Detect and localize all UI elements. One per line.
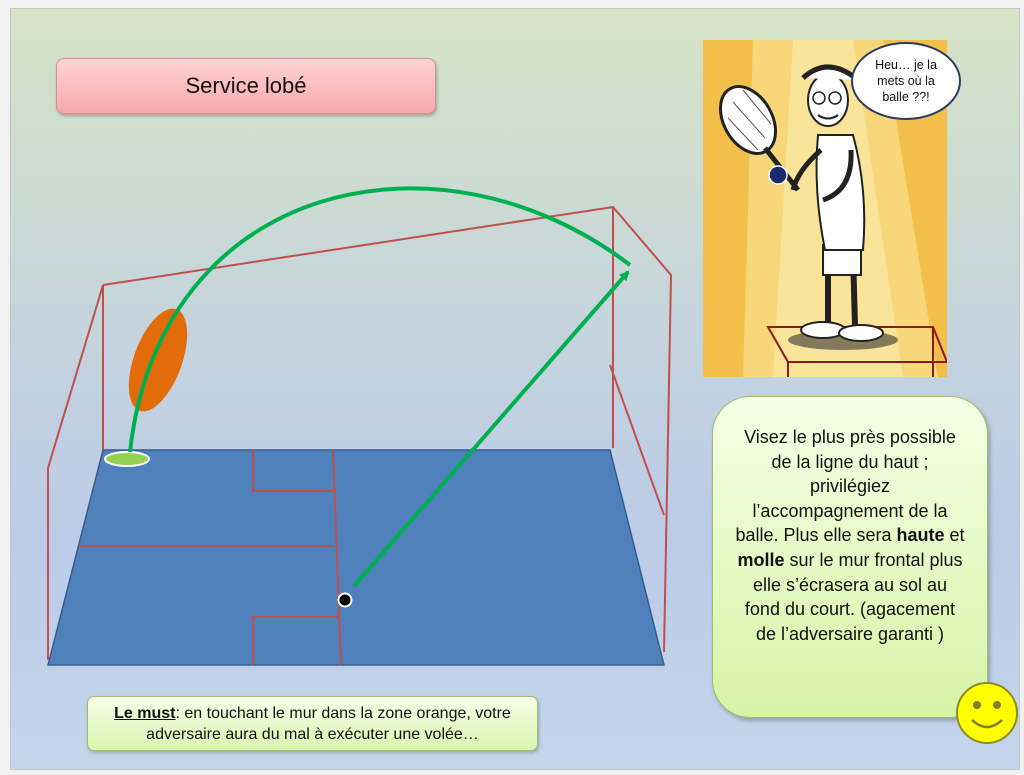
tip-box: Visez le plus près possible de la ligne … — [712, 396, 988, 718]
right-side-wall — [612, 206, 673, 653]
tip-text-part3: sur le mur frontal plus elle s’écrasera … — [744, 549, 963, 644]
speech-bubble: Heu… je la mets où la balle ??! — [851, 42, 961, 120]
service-box-bottom — [252, 616, 340, 665]
lob-trajectory-arc — [128, 186, 632, 453]
smiley-face-icon — [956, 682, 1018, 744]
must-box: Le must: en touchant le mur dans la zone… — [87, 696, 538, 751]
tip-text-part2: et — [944, 525, 965, 546]
court-walls — [47, 205, 673, 660]
court-floor — [47, 449, 665, 666]
speech-bubble-text: Heu… je la mets où la balle ??! — [875, 58, 937, 104]
tip-text-part1: Visez le plus près possible de la ligne … — [735, 427, 956, 546]
left-side-wall — [47, 284, 104, 660]
cartoon-tennis-player-icon — [703, 40, 947, 377]
right-wall-line — [609, 364, 665, 516]
bounce-spot — [104, 451, 150, 467]
must-text: : en touchant le mur dans la zone orange… — [146, 705, 511, 743]
service-box-top — [252, 450, 335, 492]
court-floor-lines — [79, 449, 342, 666]
half-court-line — [332, 449, 342, 666]
tip-bold-molle: molle — [737, 549, 785, 570]
serve-ball-icon — [337, 592, 353, 608]
target-zone-orange — [128, 308, 188, 412]
must-label: Le must — [114, 705, 176, 722]
slide-title: Service lobé — [185, 73, 307, 98]
serve-trajectory-arrow — [352, 270, 630, 588]
title-box: Service lobé — [56, 58, 436, 114]
tip-bold-haute: haute — [896, 525, 945, 546]
